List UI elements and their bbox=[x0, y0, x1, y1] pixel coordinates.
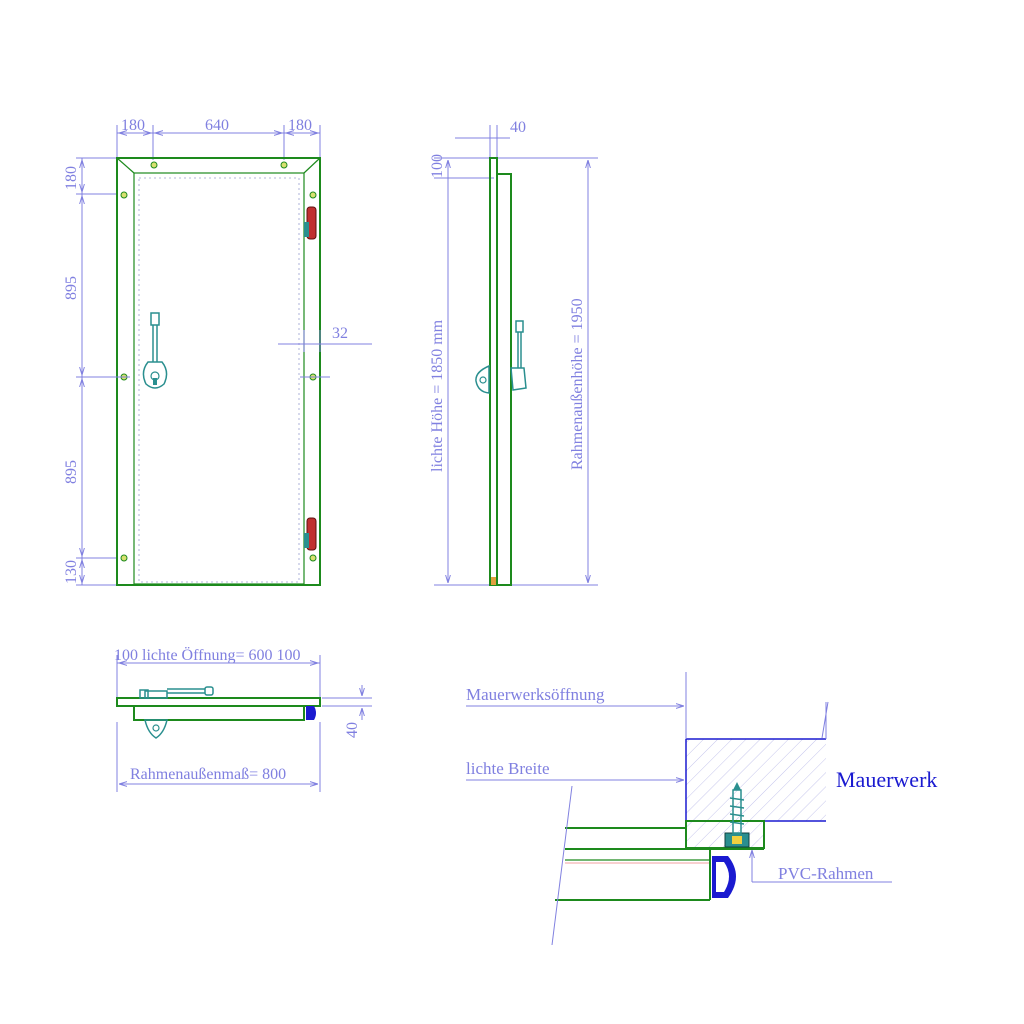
front-dim-top-middle: 640 bbox=[205, 117, 229, 134]
front-dim-top-right: 180 bbox=[288, 117, 312, 134]
detail-view: Mauerwerk Mauerwerksöffnung lichte Breit… bbox=[466, 672, 937, 946]
top-dim-right-label: 40 bbox=[344, 722, 361, 738]
front-dim-left-lower: 895 bbox=[63, 460, 80, 484]
side-dim-right: Rahmenaußenhöhe = 1950 bbox=[510, 157, 598, 586]
side-door-profile bbox=[475, 157, 527, 586]
side-view: 40 100 lichte Höhe = 1850 mm Rahmenaußen… bbox=[429, 119, 598, 586]
front-dim-left-top: 180 bbox=[63, 166, 80, 190]
door-frame bbox=[100, 157, 330, 586]
side-dim-top: 40 bbox=[455, 119, 526, 158]
pvc-frame-profile bbox=[551, 701, 829, 946]
masonry-wall: Mauerwerk bbox=[685, 702, 937, 822]
pvc-frame-callout: PVC-Rahmen bbox=[752, 850, 892, 883]
door-handle-icon bbox=[142, 312, 168, 389]
side-clear-height: lichte Höhe = 1850 mm bbox=[429, 319, 446, 472]
front-dim-top-left: 180 bbox=[121, 117, 145, 134]
front-dim-left-bottom: 130 bbox=[63, 560, 80, 584]
front-dim-handle-offset: 32 bbox=[278, 325, 372, 352]
front-dim-top: 180 640 180 bbox=[116, 117, 321, 160]
top-dim-top: 100 lichte Öffnung= 600 100 bbox=[114, 646, 321, 700]
side-frame-height: Rahmenaußenhöhe = 1950 bbox=[569, 298, 586, 470]
front-dim-left: 180 895 895 130 bbox=[63, 157, 118, 586]
pvc-frame-label: PVC-Rahmen bbox=[778, 864, 874, 883]
top-dim-right: 40 bbox=[322, 685, 372, 738]
top-dim-top-label: 100 lichte Öffnung= 600 100 bbox=[114, 646, 300, 664]
wall-opening-label: Mauerwerksöffnung bbox=[466, 685, 605, 704]
clear-width-label: lichte Breite bbox=[466, 759, 550, 778]
side-dim-top-label: 40 bbox=[510, 119, 526, 136]
front-dim-left-upper: 895 bbox=[63, 276, 80, 300]
top-view: 100 lichte Öffnung= 600 100 40 bbox=[114, 646, 372, 792]
top-dim-bottom-label: Rahmenaußenmaß= 800 bbox=[130, 766, 286, 783]
top-door-section bbox=[116, 686, 321, 739]
front-dim-handle-offset-label: 32 bbox=[332, 325, 348, 342]
detail-dim-clear-width: lichte Breite bbox=[466, 759, 684, 780]
masonry-label: Mauerwerk bbox=[836, 767, 937, 792]
hinge-top-icon bbox=[304, 206, 317, 240]
front-view: 180 640 180 180 895 895 130 bbox=[63, 117, 372, 586]
side-dim-left-top: 100 bbox=[429, 154, 446, 178]
top-dim-bottom: Rahmenaußenmaß= 800 bbox=[116, 722, 321, 792]
hinge-bottom-icon bbox=[304, 517, 317, 551]
detail-dim-wall-opening: Mauerwerksöffnung bbox=[466, 672, 687, 739]
